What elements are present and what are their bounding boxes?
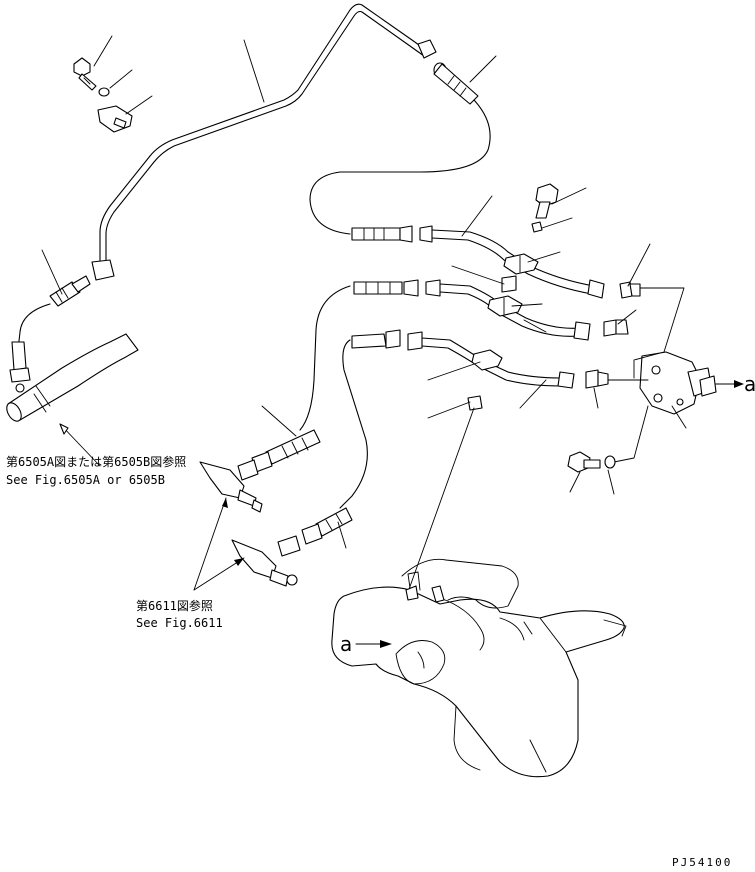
- bracket-line-upper: [633, 287, 685, 379]
- clamp-row2: [487, 295, 523, 317]
- leader-hose-row2: [523, 319, 547, 333]
- leader-fig6611-a: [193, 497, 227, 591]
- washer-top-left: [98, 87, 110, 97]
- hose-fitting-top-right: [433, 62, 479, 105]
- leader-fig6611-b: [193, 557, 245, 591]
- washer-lower-right: [604, 455, 616, 469]
- elbow-fitting-left: [9, 341, 31, 393]
- hose-row3: [351, 329, 575, 389]
- arrowhead-fig6611-b: [234, 558, 244, 566]
- nut-stalk: [467, 395, 483, 411]
- leader-washer-lower-right: [607, 469, 615, 495]
- leader-bolt: [93, 35, 113, 67]
- bolt-top-left: [73, 57, 97, 91]
- leader-bolt-lower-right: [569, 471, 581, 493]
- clamp-top-left: [97, 105, 133, 133]
- arrow-bottom-head: [380, 640, 392, 648]
- hose-end-upper-6611: [237, 429, 321, 481]
- ref-fig6505-jp: 第6505A図または第6505B図参照: [6, 454, 186, 469]
- leader-hose-end-upper: [261, 405, 297, 437]
- clamp-row1: [503, 253, 539, 275]
- arrowhead-fig6611-a: [222, 498, 228, 508]
- hose-left-small: [17, 303, 51, 351]
- leader-clamp: [125, 95, 153, 115]
- leader-fitting-right-2: [617, 309, 637, 325]
- hose-end-lower-6611: [277, 507, 353, 557]
- manifold-block: [639, 351, 717, 415]
- hose-row3-loop: [339, 339, 368, 509]
- leader-clamp-row3: [427, 361, 481, 381]
- leader-clamp-row2: [511, 303, 543, 307]
- leader-nut-stalk: [427, 401, 471, 419]
- leader-spacer: [451, 265, 505, 285]
- washer-middle: [531, 221, 543, 233]
- leader-washer-middle: [541, 217, 573, 229]
- fitting-right-3: [585, 369, 609, 389]
- leader-hose-end-lower: [337, 521, 347, 549]
- connector-6611-upper: [199, 461, 263, 513]
- leader-boom-bottom: [529, 739, 547, 773]
- arrow-right-head: [734, 380, 744, 388]
- leader-boom-mid: [523, 621, 533, 635]
- arrowhead-fig6505: [59, 423, 69, 435]
- connector-6611-lower: [231, 539, 298, 587]
- fitting-right-2: [603, 319, 629, 337]
- leader-hose-row3: [519, 379, 547, 409]
- big-hose-6505: [6, 333, 139, 422]
- bolt-middle: [535, 183, 559, 219]
- leader-bolt-middle: [551, 187, 587, 205]
- hose-fitting-left: [49, 275, 91, 307]
- stalk-line: [407, 407, 475, 593]
- leader-fitting-right-1: [627, 243, 651, 287]
- bracket-line-lower: [613, 405, 649, 463]
- ref-fig6611-jp: 第6611図参照: [136, 598, 213, 613]
- leader-hose-row1: [461, 195, 493, 237]
- conn-mark-right: a: [744, 372, 755, 396]
- ref-fig6611-en: See Fig.6611: [136, 616, 223, 630]
- ref-fig6505-en: See Fig.6505A or 6505B: [6, 473, 165, 487]
- leader-manifold: [671, 405, 687, 429]
- leader-clamp-row1: [527, 251, 561, 263]
- leader-washer: [109, 69, 133, 89]
- hose-row2-loop: [299, 285, 351, 431]
- spacer-clamp: [501, 275, 517, 293]
- fitting-right-1: [619, 281, 641, 299]
- drawing-code: PJ54100: [672, 856, 732, 869]
- hose-u-bend-top: [309, 99, 491, 235]
- leader-fitting-right-3: [593, 387, 599, 409]
- leader-hose-fitting: [41, 249, 63, 295]
- boom-bracket-assembly: [331, 558, 627, 778]
- bolt-lower-right: [567, 451, 601, 473]
- rigid-pipe-top: [91, 3, 437, 281]
- leader-fig6505: [59, 423, 101, 467]
- leader-rigid-pipe: [243, 39, 265, 103]
- leader-top-right-fitting: [469, 55, 497, 83]
- conn-mark-bottom: a: [340, 632, 352, 656]
- clamp-row3: [471, 349, 503, 371]
